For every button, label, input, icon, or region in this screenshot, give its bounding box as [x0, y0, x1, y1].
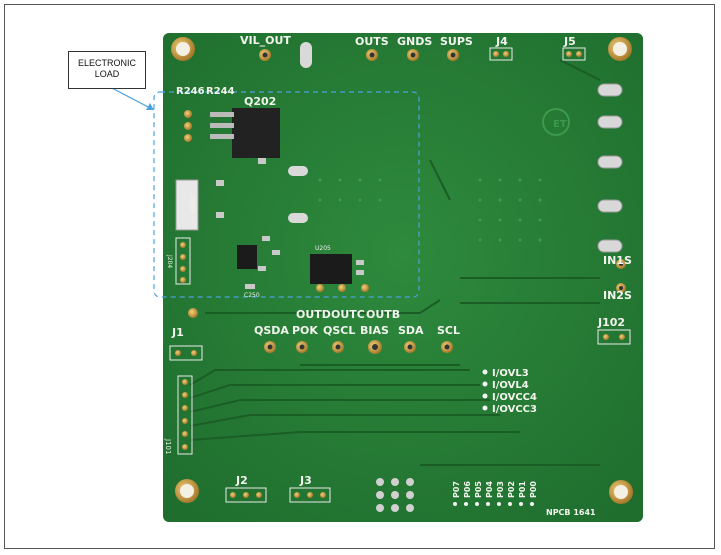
silk-in1s: IN1S: [603, 254, 632, 267]
electronic-load-region: [153, 91, 420, 298]
j2-j3-headers: [225, 487, 331, 503]
silk-et-logo: ET: [553, 119, 567, 130]
silk-npcb: NPCB 1641: [546, 508, 596, 517]
silk-p03: P03: [496, 481, 505, 498]
out-test-points: [188, 284, 369, 318]
traces: [189, 59, 601, 466]
silk-r246: R246: [176, 86, 205, 97]
silk-outb: OUTB: [366, 308, 400, 321]
small-ic: [237, 245, 257, 269]
silk-r244: R244: [206, 86, 235, 97]
silk-p02: P02: [507, 481, 516, 498]
j101-header: [177, 375, 193, 455]
passive-components: [216, 158, 364, 289]
silk-outd: OUTD: [296, 308, 331, 321]
silk-qsda: QSDA: [254, 324, 289, 337]
silk-j3: J3: [299, 474, 312, 487]
silk-j101: J101: [164, 438, 172, 454]
callout-arrowhead: [146, 103, 154, 110]
silk-j5: J5: [563, 35, 576, 48]
silk-u205: U205: [315, 245, 331, 252]
silk-i-ovl4: I/OVL4: [492, 380, 529, 391]
silk-in2s: IN2S: [603, 289, 632, 302]
silk-i-ovl3: I/OVL3: [492, 368, 529, 379]
silk-scl: SCL: [437, 324, 460, 337]
jumper-block: [376, 478, 414, 512]
silk-p01: P01: [518, 481, 527, 498]
j1-header: [169, 345, 203, 361]
silk-outc: OUTC: [331, 308, 365, 321]
mounting-holes: [171, 37, 633, 504]
q202-mosfet: [184, 108, 280, 158]
silk-pok: POK: [292, 324, 318, 337]
silk-p06: P06: [463, 481, 472, 498]
silk-j102: J102: [597, 316, 625, 329]
right-pads: [597, 259, 631, 345]
io-pads: [482, 369, 488, 411]
j204-header: [175, 237, 191, 285]
electronic-load-callout: ELECTRONIC LOAD: [68, 51, 146, 89]
p-pads: [453, 502, 534, 506]
silk-sups: SUPS: [440, 35, 473, 48]
right-slots: [597, 83, 623, 253]
silk-i-ovcc4: I/OVCC4: [492, 392, 537, 403]
via-field: [318, 178, 542, 242]
silk-p04: P04: [485, 481, 494, 498]
silk-c250: C250: [244, 292, 260, 299]
silk-p07: P07: [452, 481, 461, 498]
slot-pad-2: [288, 213, 308, 223]
silk-p05: P05: [474, 481, 483, 498]
r50d-resistor: [175, 179, 199, 231]
silk-r50d: R50D: [189, 194, 197, 213]
silk-j1: J1: [171, 326, 184, 339]
u205-chip: [310, 254, 352, 284]
callout-line-2: LOAD: [94, 69, 120, 79]
silk-q202: Q202: [244, 95, 276, 108]
callout-line-1: ELECTRONIC: [77, 58, 136, 68]
silk-p00: P00: [529, 481, 538, 498]
silk-outs: OUTS: [355, 35, 389, 48]
silk-vil-out: VIL_OUT: [240, 34, 291, 47]
silk-qscl: QSCL: [323, 324, 355, 337]
silk-j2: J2: [235, 474, 248, 487]
silk-gnds: GNDS: [397, 35, 432, 48]
silk-sda: SDA: [398, 324, 424, 337]
slot-pad-1: [288, 166, 308, 176]
silk-i-ovcc3: I/OVCC3: [492, 404, 537, 415]
top-test-points: [259, 42, 586, 68]
callout-arrow: [109, 86, 155, 111]
silk-j204: J204: [166, 254, 173, 268]
signal-test-points: [264, 340, 453, 354]
et-logo: [542, 108, 570, 136]
silk-j4: J4: [495, 35, 508, 48]
silk-bias: BIAS: [360, 324, 389, 337]
